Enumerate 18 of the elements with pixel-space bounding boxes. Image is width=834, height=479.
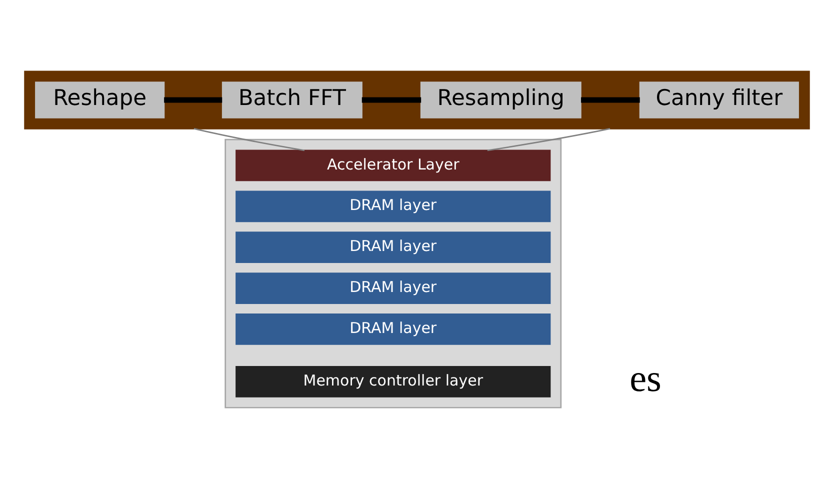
- node-box: Resampling: [420, 82, 582, 118]
- cluster: [224, 138, 562, 408]
- node-box: DRAM layer: [236, 190, 551, 222]
- connector: [487, 128, 610, 152]
- cluster: [24, 70, 810, 130]
- label: es: [630, 358, 662, 400]
- node-box: DRAM layer: [236, 272, 551, 304]
- node-box: Accelerator Layer: [236, 150, 551, 182]
- connector: [164, 97, 222, 103]
- connector: [194, 128, 305, 152]
- node-box: Canny filter: [639, 82, 799, 118]
- node-box: Reshape: [35, 82, 165, 118]
- node-box: Memory controller layer: [236, 366, 551, 398]
- node-box: Batch FFT: [222, 82, 362, 118]
- node-box: DRAM layer: [236, 314, 551, 345]
- node-box: DRAM layer: [236, 232, 551, 264]
- connector: [362, 97, 422, 103]
- connector: [581, 97, 640, 103]
